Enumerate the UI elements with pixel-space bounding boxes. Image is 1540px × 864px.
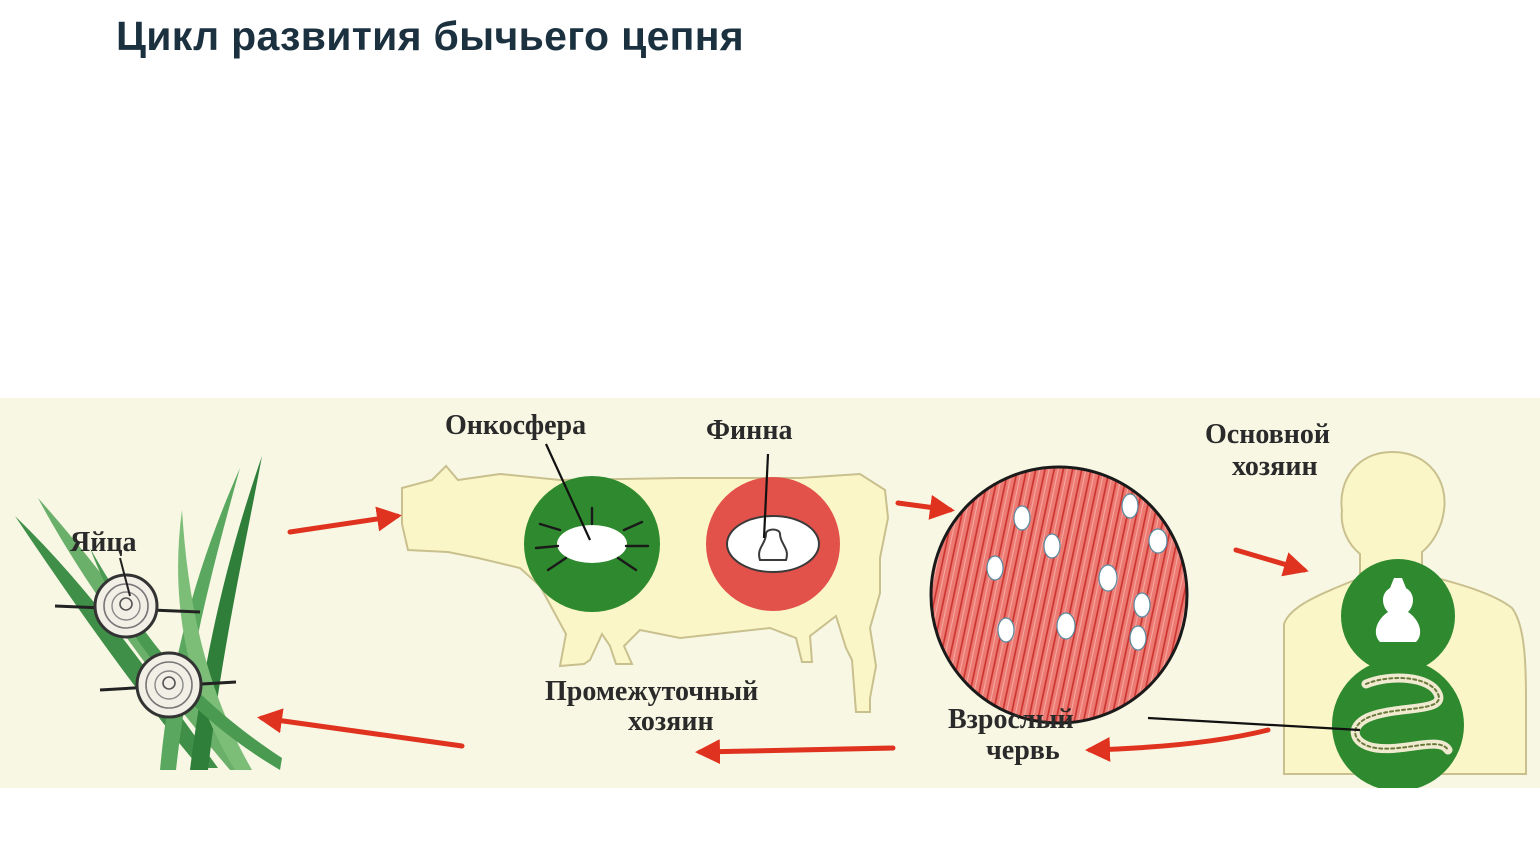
label-finna: Финна xyxy=(706,415,792,446)
finna-icon xyxy=(706,477,840,611)
scolex-icon xyxy=(1341,559,1455,673)
label-adult-worm-line1: Взрослый xyxy=(948,704,1074,735)
label-oncosphere: Онкосфера xyxy=(445,410,586,441)
label-adult-worm-line2: червь xyxy=(986,735,1060,766)
finna-pointer xyxy=(762,453,770,539)
infected-muscle-icon xyxy=(929,465,1189,725)
eggs-pointer xyxy=(119,557,131,597)
label-definitive-host-line2: хозяин xyxy=(1232,451,1318,482)
label-intermediate-host-line2: хозяин xyxy=(628,706,714,737)
label-definitive-host-line1: Основной xyxy=(1205,419,1330,450)
arrow-worm-label-to-cow xyxy=(695,739,896,765)
life-cycle-diagram: Яйца Онкосфера Финна Промежуточный хозяи… xyxy=(0,398,1540,788)
label-intermediate-host-line1: Промежуточный xyxy=(545,676,758,707)
arrow-muscle-to-human xyxy=(1233,547,1309,577)
egg-2-icon xyxy=(99,651,237,719)
arrow-cow-to-muscle xyxy=(895,494,955,520)
adult-worm-icon xyxy=(1332,659,1464,788)
label-eggs: Яйца xyxy=(70,527,137,558)
page-title: Цикл развития бычьего цепня xyxy=(116,13,745,59)
arrow-human-to-worm-label xyxy=(1085,727,1271,762)
arrow-grass-to-cow xyxy=(287,506,402,535)
oncosphere-icon xyxy=(524,476,660,612)
arrow-to-grass xyxy=(257,708,465,749)
oncosphere-pointer xyxy=(545,443,591,541)
adult-worm-pointer xyxy=(1147,716,1361,732)
